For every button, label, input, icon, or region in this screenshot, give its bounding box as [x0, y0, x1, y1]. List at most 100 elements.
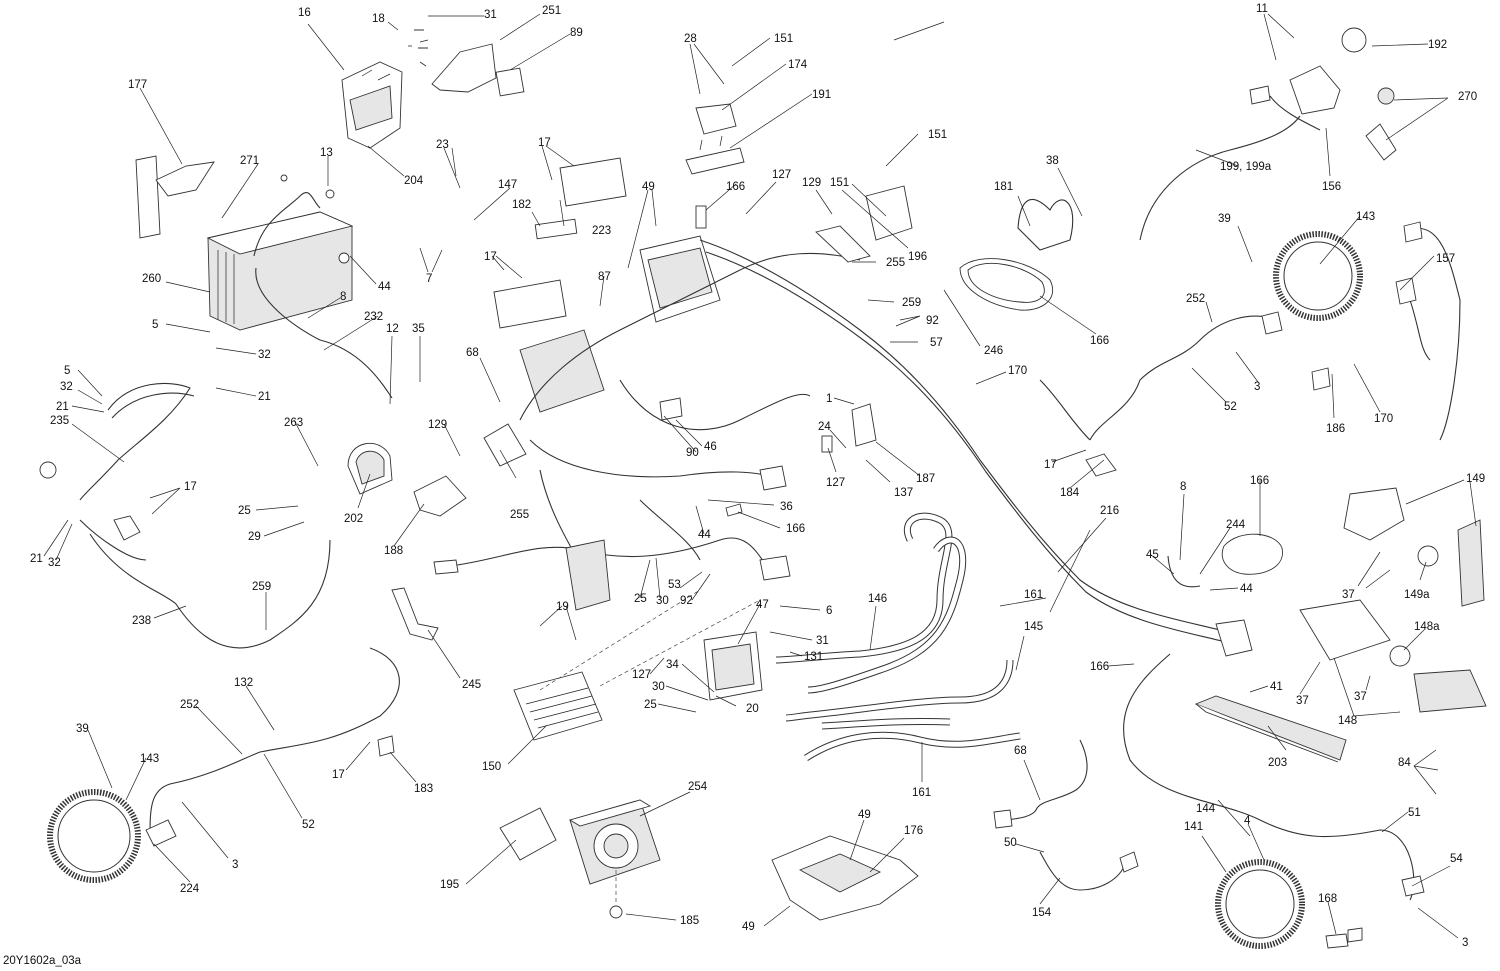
- callout-label: 203: [1268, 757, 1287, 769]
- callout-label: 8: [340, 291, 346, 303]
- callout-label: 37: [1296, 695, 1309, 707]
- callout-label: 182: [512, 199, 531, 211]
- callout-label: 47: [756, 599, 769, 611]
- callout-label: 84: [1398, 757, 1411, 769]
- callout-label: 17: [484, 251, 497, 263]
- callout-label: 35: [412, 323, 425, 335]
- callout-label: 127: [632, 669, 651, 681]
- callout-label: 246: [984, 345, 1003, 357]
- callout-label: 148a: [1414, 621, 1440, 633]
- callout-label: 90: [686, 447, 699, 459]
- callout-label: 54: [1450, 853, 1463, 865]
- callout-label: 32: [48, 557, 61, 569]
- callout-label: 157: [1436, 253, 1455, 265]
- callout-label: 8: [1180, 481, 1186, 493]
- callout-label: 145: [1024, 621, 1043, 633]
- callout-label: 199, 199a: [1220, 161, 1272, 173]
- callout-label: 25: [238, 505, 251, 517]
- callout-label: 255: [510, 509, 529, 521]
- callout-label: 270: [1458, 91, 1477, 103]
- callout-label: 148: [1338, 715, 1357, 727]
- callout-label: 53: [668, 579, 681, 591]
- callout-label: 29: [248, 531, 261, 543]
- callout-label: 31: [816, 635, 829, 647]
- callout-label: 196: [908, 251, 927, 263]
- callout-label: 245: [462, 679, 481, 691]
- callout-label: 44: [698, 529, 711, 541]
- callout-label: 181: [994, 181, 1013, 193]
- callout-label: 1: [826, 393, 832, 405]
- callout-label: 174: [788, 59, 808, 71]
- callout-label: 68: [1014, 745, 1027, 757]
- callout-label: 184: [1060, 487, 1080, 499]
- callout-label: 161: [1024, 589, 1043, 601]
- callout-label: 46: [704, 441, 717, 453]
- callout-label: 25: [644, 699, 657, 711]
- callout-label: 137: [894, 487, 913, 499]
- parts-artwork: [39, 27, 1487, 949]
- callout-label: 3: [1254, 381, 1260, 393]
- callout-label: 129: [428, 419, 447, 431]
- callout-label: 263: [284, 417, 303, 429]
- callout-label: 166: [726, 181, 745, 193]
- callout-label: 166: [1090, 661, 1109, 673]
- callout-label: 244: [1226, 519, 1246, 531]
- callout-label: 151: [774, 33, 793, 45]
- callout-label: 52: [1224, 401, 1237, 413]
- callout-label: 259: [902, 297, 921, 309]
- callout-label: 32: [258, 349, 271, 361]
- callout-label: 216: [1100, 505, 1119, 517]
- callout-label: 30: [652, 681, 665, 693]
- callout-label: 12: [386, 323, 399, 335]
- callout-label: 44: [378, 281, 391, 293]
- callout-label: 41: [1270, 681, 1283, 693]
- callout-label: 143: [1356, 211, 1375, 223]
- callout-label: 49: [858, 809, 871, 821]
- callout-label: 20: [746, 703, 759, 715]
- callout-label: 87: [598, 271, 611, 283]
- callout-label: 255: [886, 257, 905, 269]
- figure-code: 20Y1602a_03a: [3, 955, 82, 967]
- callout-label: 149: [1466, 473, 1485, 485]
- callout-label: 131: [804, 651, 823, 663]
- callout-label: 195: [440, 879, 459, 891]
- callout-label: 4: [1244, 815, 1251, 827]
- callout-label: 143: [140, 753, 159, 765]
- callout-label: 6: [826, 605, 832, 617]
- callout-label: 3: [1462, 937, 1468, 949]
- callout-label: 49: [742, 921, 755, 933]
- callout-label: 271: [240, 155, 259, 167]
- callout-label: 149a: [1404, 589, 1430, 601]
- callout-label: 170: [1374, 413, 1393, 425]
- callout-label: 39: [76, 723, 89, 735]
- callout-label: 92: [926, 315, 939, 327]
- callout-label: 13: [320, 147, 333, 159]
- callout-label: 89: [570, 27, 583, 39]
- callout-label: 34: [666, 659, 679, 671]
- callout-label: 24: [818, 421, 831, 433]
- callout-label: 260: [142, 273, 161, 285]
- callout-label: 232: [364, 311, 383, 323]
- callout-label: 183: [414, 783, 433, 795]
- callout-label: 38: [1046, 155, 1059, 167]
- callout-label: 51: [1408, 807, 1421, 819]
- callout-label: 17: [1044, 459, 1057, 471]
- callout-label: 141: [1184, 821, 1203, 833]
- callout-label: 21: [30, 553, 43, 565]
- callout-label: 23: [436, 139, 449, 151]
- callout-label: 204: [404, 175, 424, 187]
- callout-label: 68: [466, 347, 479, 359]
- leader-lines: [43, 13, 1477, 939]
- callout-label: 144: [1196, 803, 1216, 815]
- callout-label: 39: [1218, 213, 1231, 225]
- callout-label: 5: [64, 365, 70, 377]
- callout-label: 191: [812, 89, 831, 101]
- callout-label: 166: [786, 523, 805, 535]
- callout-label: 25: [634, 593, 647, 605]
- callout-label: 254: [688, 781, 708, 793]
- callout-label: 177: [128, 79, 147, 91]
- callout-label: 21: [56, 401, 69, 413]
- callout-label: 44: [1240, 583, 1253, 595]
- callout-label: 92: [680, 595, 693, 607]
